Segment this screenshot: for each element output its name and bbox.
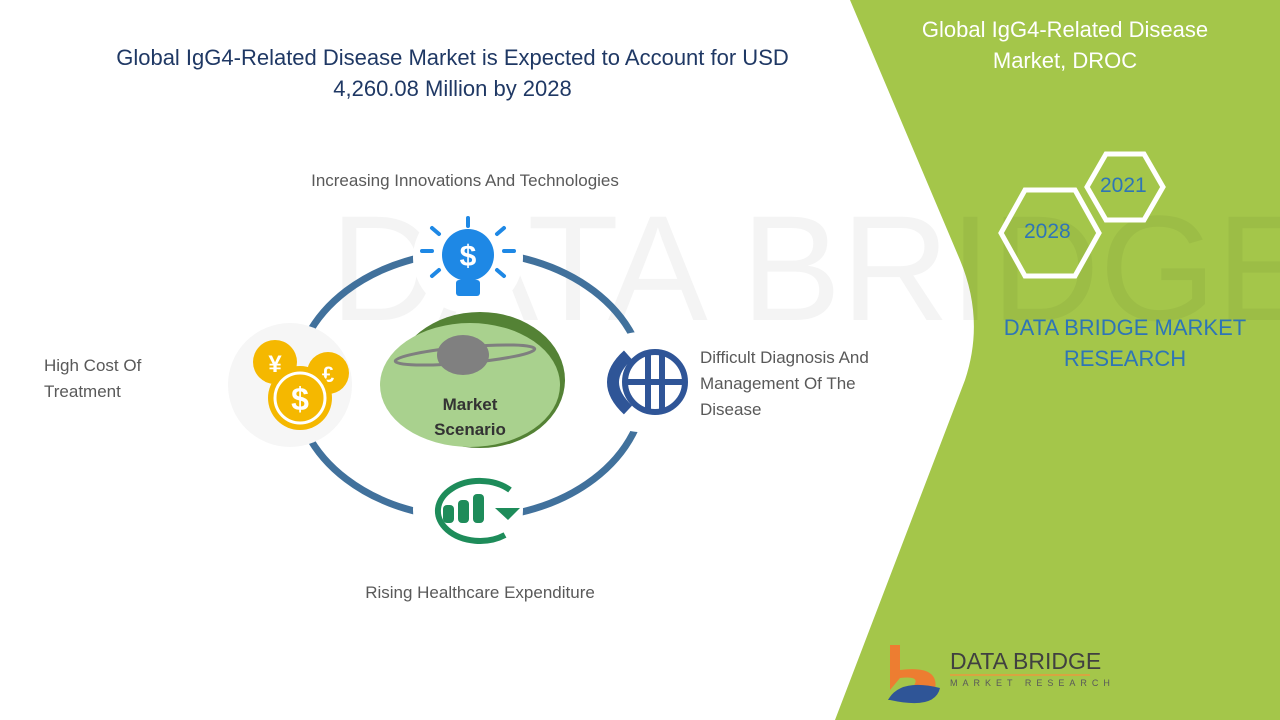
green-panel [835,0,1280,720]
chart-refresh-icon [434,477,520,544]
hexagon-icons [998,151,1166,279]
page-title: Global IgG4-Related Disease Market is Ex… [116,45,789,101]
panel-title: Global IgG4-Related Disease Market, DROC [921,17,1209,73]
svg-text:¥: ¥ [268,351,282,378]
lightbulb-dollar-icon: $ [420,216,516,296]
svg-text:$: $ [291,381,309,417]
logo-mark [888,645,1090,704]
year-2028: 2028 [1024,220,1071,243]
logo-sub: MARKET RESEARCH [950,678,1115,688]
center-line1: Market [442,395,498,414]
phone-globe-icon [607,349,688,415]
factor-bottom: Rising Healthcare Expenditure [365,583,595,602]
center-line2: Scenario [434,420,506,439]
year-2021: 2021 [1100,174,1147,197]
currency-coins-icon: ¥ £ $ [253,340,349,430]
svg-text:$: $ [460,240,477,273]
logo-name: DATA BRIDGE [950,648,1102,674]
factor-right: Difficult Diagnosis And Management Of Th… [700,348,869,419]
company-name: DATA BRIDGE MARKET RESEARCH [1003,315,1247,371]
factor-top: Increasing Innovations And Technologies [311,171,619,190]
factor-left: High Cost Of Treatment [44,356,142,401]
planet-icon [393,335,537,375]
